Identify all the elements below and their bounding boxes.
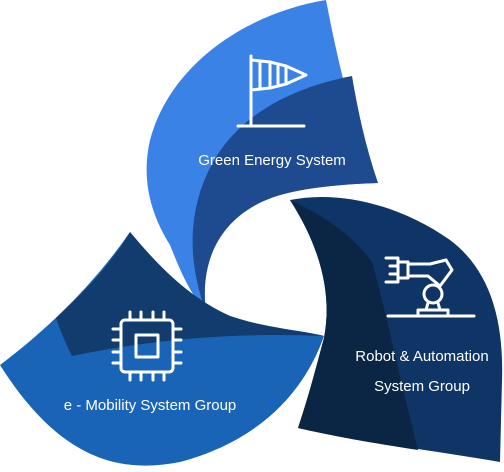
- windsock-icon: [236, 54, 308, 128]
- robot-automation-blade-shade: [290, 200, 418, 450]
- segment-e-mobility[interactable]: e - Mobility System Group: [0, 232, 324, 466]
- green-energy-label: Green Energy System: [198, 152, 346, 169]
- green-energy-blade-shade: [192, 76, 378, 312]
- e-mobility-blade: [0, 232, 324, 466]
- segment-robot-automation[interactable]: Robot & Automation System Group: [290, 196, 503, 463]
- e-mobility-label: e - Mobility System Group: [64, 397, 237, 414]
- chip-icon: [111, 310, 183, 382]
- robot-arm-icon: [384, 256, 476, 318]
- segment-green-energy[interactable]: Green Energy System: [146, 0, 378, 312]
- e-mobility-blade-shade: [56, 232, 324, 356]
- robot-automation-label-line-1: Robot & Automation: [355, 348, 488, 365]
- robot-automation-label-line-2: System Group: [374, 378, 470, 395]
